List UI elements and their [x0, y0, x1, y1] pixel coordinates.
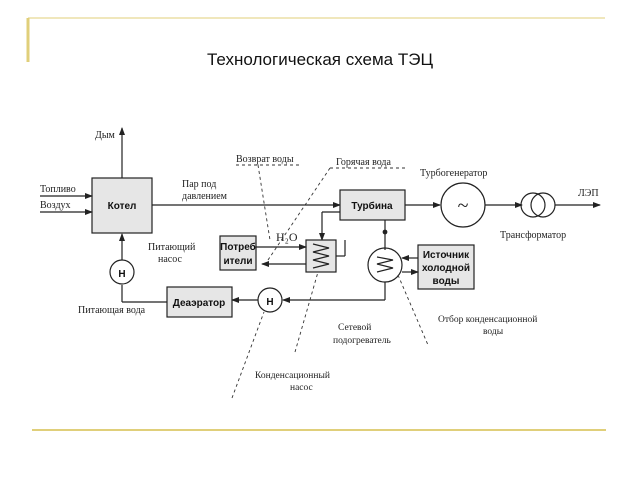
cond-pump-label-2: насос	[290, 383, 313, 393]
hot-water-label: Горячая вода	[336, 157, 392, 168]
turbine-label: Турбина	[351, 200, 393, 212]
slide-title: Технологическая схема ТЭЦ	[206, 50, 434, 69]
cold-water-label-2: холодной	[422, 263, 470, 274]
network-heater-leader	[294, 271, 319, 353]
fuel-label: Топливо	[40, 184, 76, 195]
h2o-label: H₂O	[276, 230, 298, 244]
network-heater-block	[305, 239, 337, 273]
deaerator-block	[166, 286, 233, 318]
cond-pump-leader	[231, 311, 265, 399]
cold-water-source-block	[417, 244, 475, 290]
cold-water-label-1: Источник	[423, 250, 470, 261]
deaerator-label: Деаэратор	[173, 298, 226, 309]
condensate-pump-letter: Н	[266, 297, 273, 308]
transformer-coil-left	[520, 192, 546, 218]
slide-frame	[26, 17, 606, 431]
boiler-label: Котел	[108, 201, 137, 212]
boiler-block	[91, 177, 153, 234]
feed-pump-letter: Н	[118, 269, 125, 280]
network-heater-label-1: Сетевой	[338, 322, 371, 333]
transformer-label: Трансформатор	[500, 230, 566, 241]
cond-extraction-label-2: воды	[483, 327, 504, 337]
smoke-label: Дым	[95, 130, 116, 141]
hot-water-leader	[267, 167, 331, 261]
steam-label-1: Пар под	[182, 179, 216, 190]
condenser-coil-icon	[376, 256, 394, 273]
consumers-label-1: Потреб	[220, 241, 256, 253]
network-heater-label-2: подогреватель	[333, 336, 391, 346]
network-heater-coil-icon	[312, 243, 330, 269]
cond-extraction-label-1: Отбор конденсационной	[438, 314, 537, 325]
steam-label-2: давлением	[182, 191, 228, 202]
cond-pump-label-1: Конденсационный	[255, 370, 330, 381]
cond-extraction-leader	[397, 274, 429, 346]
return-water-label: Возврат воды	[236, 154, 294, 165]
consumers-label-2: ители	[223, 256, 252, 267]
transformer-coil-right	[530, 192, 556, 218]
cold-water-label-3: воды	[433, 276, 460, 287]
feed-pump-label-2: насос	[158, 254, 182, 265]
feed-pump-label-1: Питающий	[148, 242, 196, 253]
turbogenerator-label: Турбогенератор	[420, 168, 487, 179]
generator-tilde: ~	[458, 195, 469, 217]
junction-dot	[382, 229, 388, 235]
feed-water-label: Питающая вода	[78, 305, 146, 316]
power-line-label: ЛЭП	[578, 188, 599, 199]
condenser-symbol	[367, 247, 403, 283]
air-label: Воздух	[40, 200, 71, 211]
return-water-leader	[257, 164, 271, 241]
consumers-block	[219, 235, 257, 271]
